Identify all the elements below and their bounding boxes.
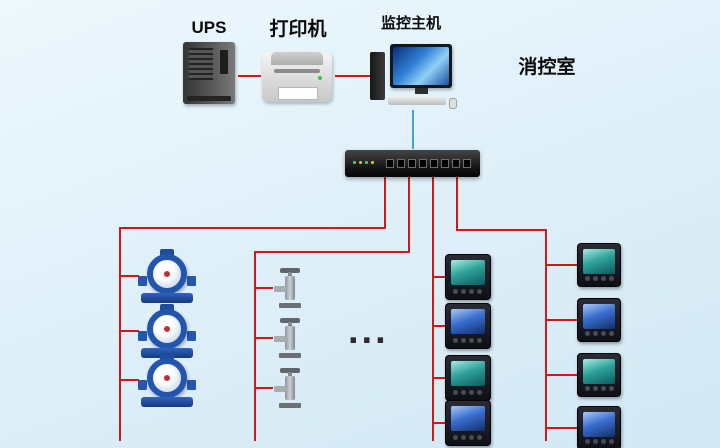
led-icon bbox=[353, 161, 356, 164]
printer-led bbox=[318, 76, 322, 80]
water-meter-pipe bbox=[187, 380, 196, 390]
meter-screen bbox=[451, 309, 485, 334]
water-meter-pipe bbox=[187, 276, 196, 286]
valve-handle bbox=[280, 318, 300, 323]
host-mouse-icon bbox=[449, 98, 457, 109]
valve-base bbox=[279, 303, 301, 308]
valve-base bbox=[279, 403, 301, 408]
control-room-label: 消控室 bbox=[518, 57, 576, 78]
valve-device-2 bbox=[272, 318, 308, 358]
power-meter-L4 bbox=[445, 400, 491, 446]
ups-display-panel bbox=[220, 50, 228, 74]
port-icon bbox=[452, 159, 460, 168]
port-icon bbox=[463, 159, 471, 168]
host-tower-icon bbox=[370, 52, 385, 100]
water-meter-cap bbox=[160, 249, 174, 257]
power-meter-L2 bbox=[445, 303, 491, 349]
port-icon bbox=[419, 159, 427, 168]
port-icon bbox=[397, 159, 405, 168]
valve-stem bbox=[288, 322, 292, 327]
ups-device bbox=[183, 42, 235, 104]
power-meter-L1 bbox=[445, 254, 491, 300]
host-monitor-stand bbox=[415, 88, 428, 94]
valve-base bbox=[279, 353, 301, 358]
meter-screen bbox=[583, 249, 615, 274]
water-meter-pipe bbox=[138, 380, 147, 390]
meter-screen bbox=[451, 361, 485, 386]
valve-side-port bbox=[274, 336, 286, 342]
valve-stem bbox=[288, 372, 292, 377]
ups-base bbox=[187, 96, 231, 101]
valve-body bbox=[285, 276, 295, 300]
meter-screen bbox=[583, 304, 615, 329]
led-icon bbox=[371, 161, 374, 164]
printer-paper-slot bbox=[274, 69, 320, 73]
valve-handle bbox=[280, 368, 300, 373]
water-meter-pipe bbox=[187, 331, 196, 341]
meter-buttons bbox=[585, 276, 614, 281]
water-meter-dial bbox=[147, 358, 187, 398]
water-meter-cap bbox=[160, 353, 174, 361]
power-meter-R4 bbox=[577, 406, 621, 448]
host-screen bbox=[393, 47, 449, 85]
ups-label: UPS bbox=[191, 18, 227, 37]
monitoring-host-device bbox=[370, 44, 457, 109]
host-keyboard-icon bbox=[388, 97, 446, 105]
power-meter-R2 bbox=[577, 298, 621, 342]
meter-buttons bbox=[585, 331, 614, 336]
meter-screen bbox=[451, 406, 485, 431]
meter-screen bbox=[583, 359, 615, 384]
network-switch-device bbox=[345, 150, 480, 177]
water-meter-dial bbox=[147, 254, 187, 294]
meter-buttons bbox=[453, 435, 482, 440]
meter-buttons bbox=[585, 439, 614, 444]
printer-output-tray bbox=[278, 87, 318, 100]
ellipsis-more-devices: ... bbox=[348, 310, 389, 352]
water-meter-base bbox=[141, 293, 193, 303]
led-icon bbox=[359, 161, 362, 164]
meter-screen bbox=[451, 260, 485, 285]
water-meter-cap bbox=[160, 304, 174, 312]
power-meter-R1 bbox=[577, 243, 621, 287]
valve-device-3 bbox=[272, 368, 308, 408]
host-label: 监控主机 bbox=[380, 15, 441, 32]
printer-device bbox=[262, 52, 332, 102]
water-meter-base bbox=[141, 397, 193, 407]
port-icon bbox=[441, 159, 449, 168]
valve-handle bbox=[280, 268, 300, 273]
port-icon bbox=[430, 159, 438, 168]
led-icon bbox=[365, 161, 368, 164]
port-icon bbox=[408, 159, 416, 168]
water-meter-3 bbox=[138, 353, 196, 407]
water-meter-dial bbox=[147, 309, 187, 349]
switch-ports bbox=[386, 159, 471, 168]
water-meter-1 bbox=[138, 249, 196, 303]
meter-screen bbox=[583, 412, 615, 437]
valve-body bbox=[285, 326, 295, 350]
valve-side-port bbox=[274, 286, 286, 292]
power-meter-L3 bbox=[445, 355, 491, 401]
meter-buttons bbox=[453, 338, 482, 343]
valve-stem bbox=[288, 272, 292, 277]
meter-buttons bbox=[585, 386, 614, 391]
host-monitor-icon bbox=[390, 44, 452, 88]
printer-lid bbox=[271, 52, 323, 65]
valve-body bbox=[285, 376, 295, 400]
ups-tower-icon bbox=[183, 42, 235, 104]
ups-vents bbox=[189, 48, 213, 80]
valve-side-port bbox=[274, 386, 286, 392]
water-meter-pipe bbox=[138, 331, 147, 341]
water-meter-pipe bbox=[138, 276, 147, 286]
switch-leds bbox=[353, 161, 374, 164]
valve-device-1 bbox=[272, 268, 308, 308]
printer-label: 打印机 bbox=[269, 19, 327, 40]
meter-buttons bbox=[453, 390, 482, 395]
water-meter-2 bbox=[138, 304, 196, 358]
meter-buttons bbox=[453, 289, 482, 294]
power-meter-R3 bbox=[577, 353, 621, 397]
port-icon bbox=[386, 159, 394, 168]
